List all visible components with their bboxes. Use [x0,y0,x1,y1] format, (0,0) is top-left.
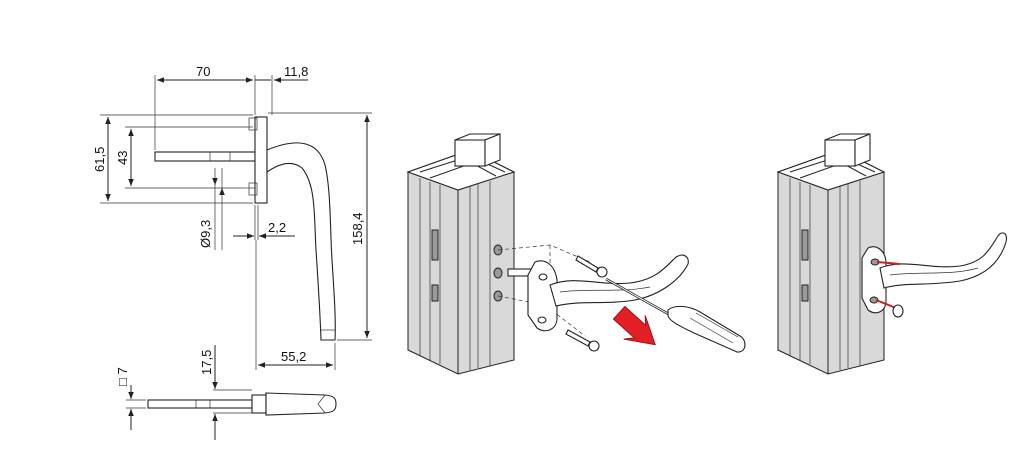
dim-70: 70 [196,64,210,79]
dim-55-2: 55,2 [281,349,306,364]
dim-square-7: □ 7 [115,367,130,386]
dim-17-5: 17,5 [199,350,214,375]
dim-61-5: 61,5 [92,147,107,172]
side-view-drawing: 70 11,8 61,5 43 Ø9,3 2,2 158,4 [92,64,372,370]
cover-caps [875,261,904,318]
handle-lever-side [266,142,336,341]
installed-illustration [776,133,1007,375]
installation-illustration [406,133,746,375]
screwdriver [605,277,746,353]
dim-diameter-9-3: Ø9,3 [198,220,213,248]
dim-43: 43 [115,151,130,165]
dim-11-8: 11,8 [284,64,308,79]
installed-handle [861,232,1007,314]
top-view-drawing: □ 7 17,5 [115,345,337,440]
spindle-top [147,399,253,409]
screw-upper [575,255,608,278]
window-profile-right [776,133,886,375]
spindle-hole [493,267,503,279]
screw-lower [565,329,600,352]
handle-grip-top [265,392,337,416]
window-profile-left [406,133,516,375]
push-arrow [612,305,656,346]
spindle [154,151,256,162]
handle-assembly [507,254,689,332]
dim-158-4: 158,4 [350,212,365,245]
dim-2-2: 2,2 [268,220,286,235]
